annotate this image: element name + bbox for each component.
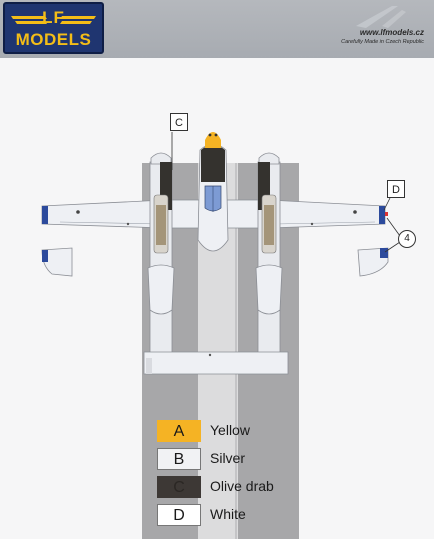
logo-lf-text: LF [42,8,65,27]
horizontal-stabilizer [143,351,289,375]
legend-label-d: White [210,506,246,522]
aircraft-drawing [41,132,401,539]
website-tagline: Carefully Made in Czech Republic [341,39,424,45]
legend-swatch-c: C [157,476,201,498]
callout-d: D [387,180,405,198]
nose-olive-panel [201,145,225,182]
legend-label-b: Silver [210,450,246,466]
legend-label-a: Yellow [210,422,250,438]
website-url: www.lfmodels.cz [359,28,424,37]
legend-label-c: Olive drab [210,478,274,494]
nose-yellow-tip [205,132,221,148]
logo-wings-icon [11,16,96,24]
callout-4: 4 [398,230,416,248]
callout-c: C [170,113,188,131]
legend-swatch-b: B [157,448,201,470]
lf-models-logo: LF MODELS [3,2,104,54]
legend-swatch-a: A [157,420,201,442]
left-wingtip-marking [42,206,48,224]
header-banner: LF MODELS www.lfmodels.cz Carefully Made… [0,0,434,58]
right-wingtip-marking [379,206,385,224]
legend-swatch-d: D [157,504,201,526]
flag-mark-icon [356,6,406,28]
logo-models-text: MODELS [15,30,92,49]
